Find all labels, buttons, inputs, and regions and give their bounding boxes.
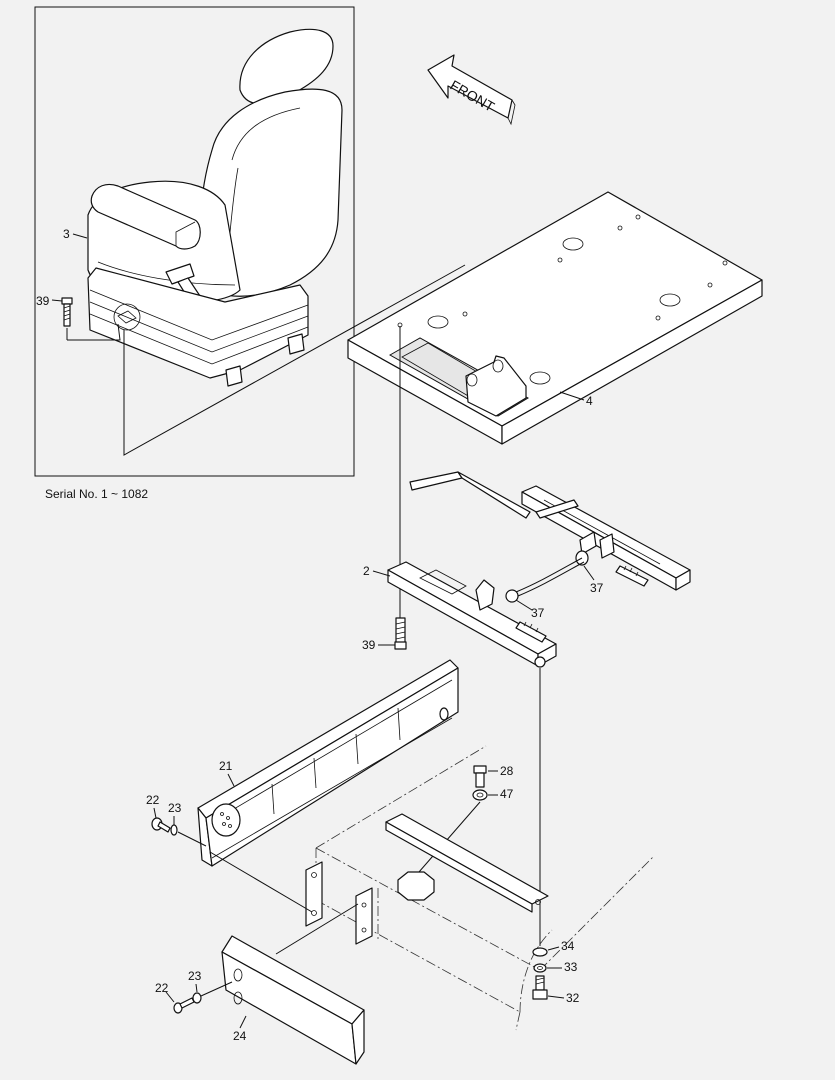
front-direction-arrow-icon: FRONT [427,54,516,126]
callout-24: 24 [233,1029,247,1043]
seat-slide-rail-right [409,471,691,591]
lower-cover-24 [221,935,365,1065]
machine-frame-outline [305,745,655,1031]
callout-39-upper: 39 [36,294,50,308]
callout-47: 47 [500,787,514,801]
washer-47 [472,789,488,801]
callout-34: 34 [561,939,575,953]
callout-22-lower: 22 [155,981,169,995]
callout-37-right: 37 [590,581,604,595]
callout-4: 4 [586,394,593,408]
bolt-22-upper [151,817,171,833]
callout-32: 32 [566,991,580,1005]
callout-23-upper: 23 [168,801,182,815]
seat-inset-frame [34,6,355,477]
seat-slide-rail-left [387,561,557,668]
callout-37-left: 37 [531,606,545,620]
callout-22-upper: 22 [146,793,160,807]
bolt-22-lower [173,997,195,1014]
washer-23-upper [170,824,178,836]
callout-33: 33 [564,960,578,974]
bolt-39-upper [61,297,73,327]
side-cover-21 [197,659,459,867]
seat-plate [347,191,763,445]
callout-39-lower: 39 [362,638,376,652]
washer-33 [533,963,547,973]
callout-23-lower: 23 [188,969,202,983]
callout-3: 3 [63,227,70,241]
washer-34 [532,947,548,957]
bolt-32 [532,975,548,1000]
operator-seat [87,28,343,387]
callout-28: 28 [500,764,514,778]
serial-note: Serial No. 1 ~ 1082 [45,487,148,501]
bolt-39-lower [394,617,407,650]
bolt-28 [473,765,487,788]
callout-21: 21 [219,759,233,773]
washer-23-lower [192,992,202,1004]
callout-2: 2 [363,564,370,578]
